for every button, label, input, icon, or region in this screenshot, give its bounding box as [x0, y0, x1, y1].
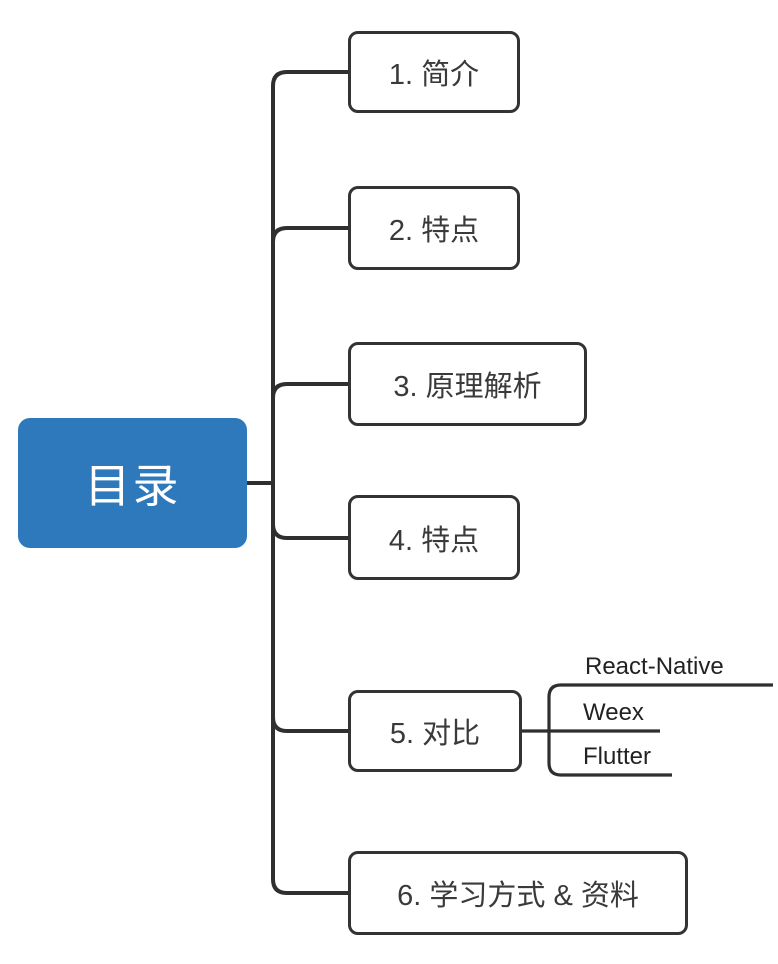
- branch-node-3-label: 3. 原理解析: [393, 371, 542, 403]
- branch-node-5-label: 5. 对比: [389, 718, 481, 750]
- branch-1-connector-line: [271, 70, 348, 483]
- branch-4-connector-line: [271, 483, 348, 540]
- child-node-react-native[interactable]: React-Native: [585, 653, 724, 681]
- branch-node-4[interactable]: 4. 特点: [348, 495, 520, 580]
- branch-6-connector-line: [271, 483, 348, 895]
- branch-node-6[interactable]: 6. 学习方式 & 资料: [348, 851, 688, 935]
- branch-node-2[interactable]: 2. 特点: [348, 186, 520, 270]
- branch-node-1[interactable]: 1. 简介: [348, 31, 520, 113]
- branch-node-6-label: 6. 学习方式 & 资料: [397, 880, 639, 912]
- branch-5-connector-line: [271, 483, 348, 733]
- branch-node-1-label: 1. 简介: [388, 59, 480, 91]
- branch-2-connector-line: [271, 226, 348, 483]
- child-node-flutter-label: Flutter: [583, 743, 652, 770]
- branch-node-5[interactable]: 5. 对比: [348, 690, 522, 772]
- child-node-weex-label: Weex: [583, 699, 644, 726]
- sub-branch-bracket: [547, 683, 773, 777]
- child-node-react-native-label: React-Native: [585, 653, 724, 680]
- child-node-flutter[interactable]: Flutter: [583, 743, 651, 771]
- branch-node-3[interactable]: 3. 原理解析: [348, 342, 587, 426]
- root-node-label: 目录: [84, 460, 181, 512]
- root-node[interactable]: 目录: [18, 418, 247, 548]
- branch-3-connector-line: [271, 382, 348, 483]
- child-node-weex[interactable]: Weex: [583, 699, 644, 727]
- branch-node-4-label: 4. 特点: [388, 524, 480, 557]
- branch-node-2-label: 2. 特点: [388, 215, 480, 247]
